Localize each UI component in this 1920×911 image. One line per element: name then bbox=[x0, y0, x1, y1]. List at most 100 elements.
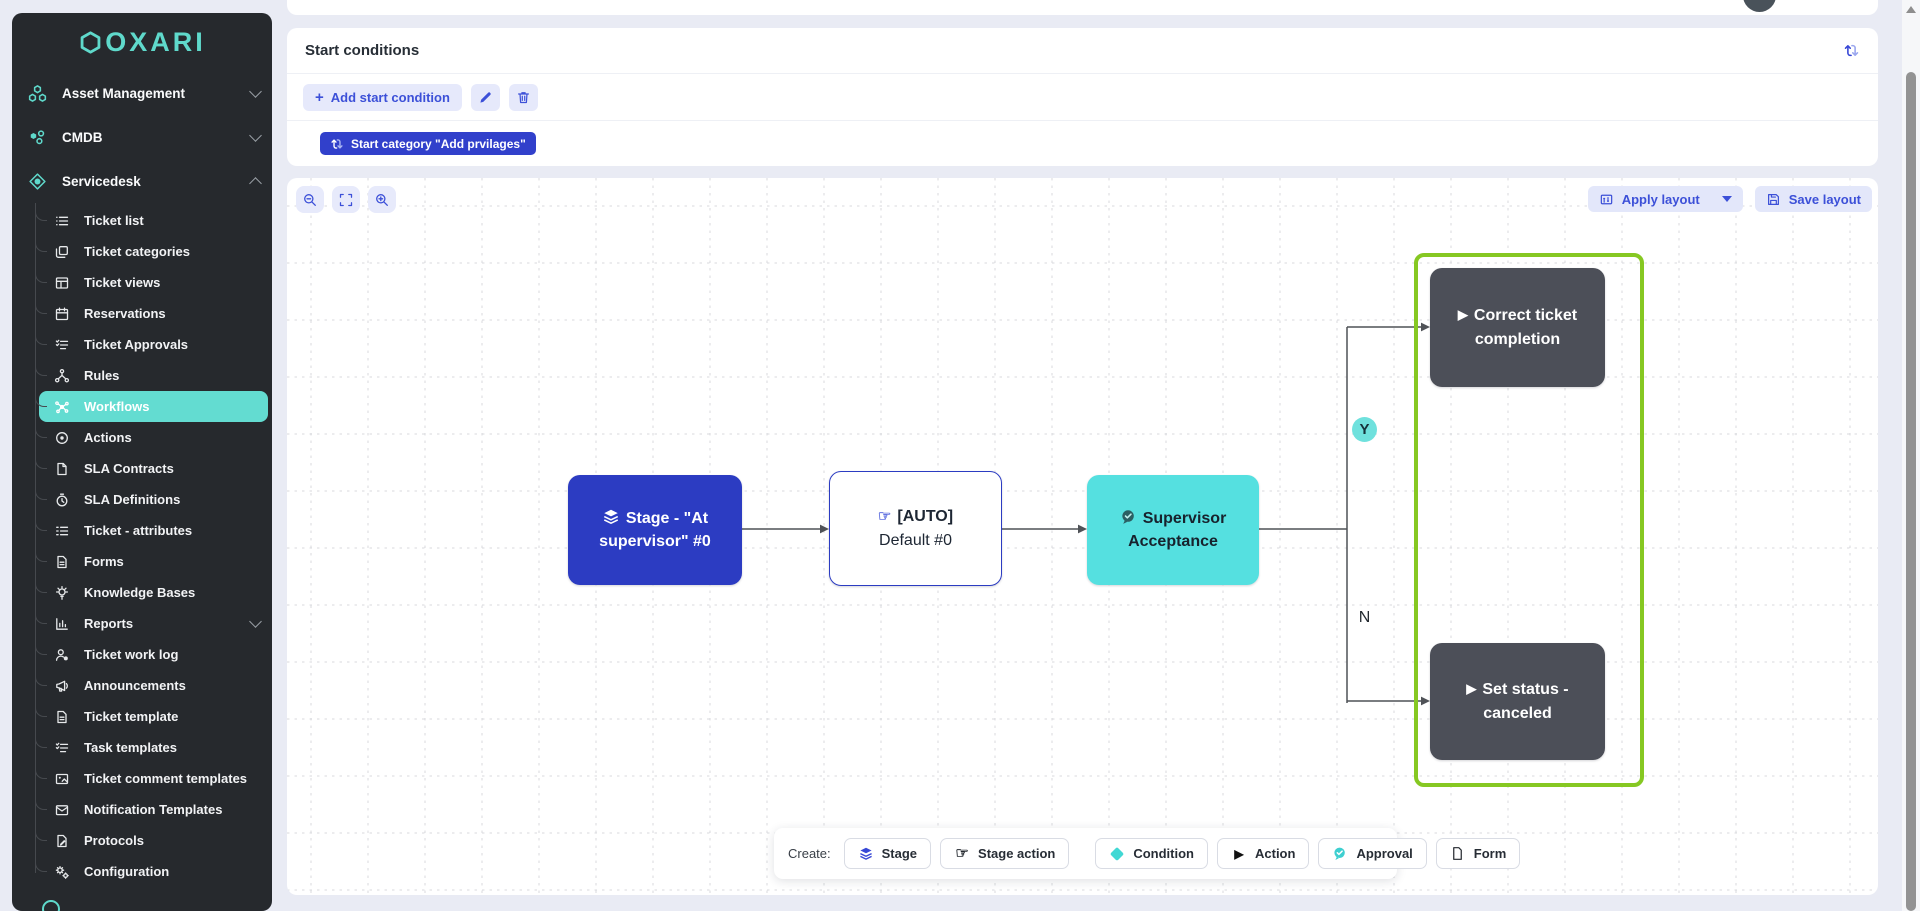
zoom-in-button[interactable] bbox=[368, 186, 396, 213]
layers-icon bbox=[602, 508, 620, 526]
tree-branch bbox=[35, 327, 47, 345]
pencil-icon bbox=[480, 91, 491, 103]
sidebar-item-label: Ticket work log bbox=[84, 647, 179, 662]
create-approval-button[interactable]: Approval bbox=[1318, 838, 1427, 869]
edit-button[interactable] bbox=[470, 83, 500, 111]
sidebar-item-ticket-views[interactable]: Ticket views bbox=[35, 265, 268, 298]
sidebar-item-workflows[interactable]: Workflows bbox=[35, 389, 268, 422]
sidebar-item-knowledge-bases[interactable]: Knowledge Bases bbox=[35, 575, 268, 608]
sidebar-item-configuration[interactable]: Configuration bbox=[35, 854, 268, 887]
sidebar-bottom-partial-icon bbox=[42, 900, 60, 911]
start-conditions-toolbar: + Add start condition bbox=[287, 74, 1878, 121]
sidebar-item-ticket-work-log[interactable]: Ticket work log bbox=[35, 637, 268, 670]
start-category-button[interactable]: Start category "Add prvilages" bbox=[320, 132, 536, 155]
sidebar-item-ticket-template[interactable]: Ticket template bbox=[35, 699, 268, 732]
sidebar-item-forms[interactable]: Forms bbox=[35, 544, 268, 577]
play-icon: ▶ bbox=[1466, 681, 1477, 697]
delete-button[interactable] bbox=[508, 83, 538, 111]
sidebar-item-reports[interactable]: Reports bbox=[35, 606, 268, 639]
sidebar-section-asset-management[interactable]: Asset Management bbox=[12, 71, 272, 115]
apply-layout-icon bbox=[1600, 194, 1612, 204]
zoom-out-icon bbox=[304, 193, 316, 206]
sidebar-item-sla-definitions[interactable]: SLA Definitions bbox=[35, 482, 268, 515]
save-icon bbox=[1767, 193, 1779, 205]
canvas-layout-toolbar: Apply layout Save layout bbox=[1587, 186, 1872, 212]
workflow-canvas[interactable]: Apply layout Save layout Stage - "At sup… bbox=[287, 178, 1878, 895]
docedit-icon bbox=[54, 833, 70, 849]
create-form-button[interactable]: Form bbox=[1435, 838, 1521, 869]
scrollbar-thumb[interactable] bbox=[1906, 72, 1916, 911]
sidebar-item-ticket-approvals[interactable]: Ticket Approvals bbox=[35, 327, 268, 360]
app-logo: OXARI bbox=[12, 13, 272, 71]
refresh-icon[interactable] bbox=[1843, 42, 1860, 59]
sidebar-item-label: Ticket comment templates bbox=[84, 771, 248, 786]
sidebar-item-rules[interactable]: Rules bbox=[35, 358, 268, 391]
sidebar-item-ticket-categories[interactable]: Ticket categories bbox=[35, 234, 268, 267]
create-stage-action-button[interactable]: ☞Stage action bbox=[940, 838, 1070, 869]
fit-view-button[interactable] bbox=[332, 186, 360, 213]
commentdoc-icon bbox=[54, 771, 70, 787]
sidebar-item-ticket-attributes[interactable]: Ticket - attributes bbox=[35, 513, 268, 546]
create-action-button[interactable]: ▶Action bbox=[1217, 838, 1310, 869]
sidebar-item-sla-contracts[interactable]: SLA Contracts bbox=[35, 451, 268, 484]
scroll-up-arrow-icon[interactable] bbox=[1906, 6, 1916, 13]
diamond-icon bbox=[1109, 846, 1125, 862]
save-layout-button[interactable]: Save layout bbox=[1754, 186, 1872, 212]
tree-branch bbox=[35, 823, 47, 841]
sidebar-item-label: Reports bbox=[84, 616, 134, 631]
tree-branch bbox=[35, 265, 47, 283]
tree-branch bbox=[35, 575, 47, 593]
chevron-down-icon bbox=[249, 84, 262, 98]
create-condition-button[interactable]: Condition bbox=[1095, 838, 1208, 869]
sidebar-item-notification-templates[interactable]: Notification Templates bbox=[35, 792, 268, 825]
tree-branch bbox=[35, 513, 47, 531]
cmdb-icon bbox=[28, 128, 47, 147]
sidebar-item-label: Task templates bbox=[84, 740, 177, 755]
sidebar-item-task-templates[interactable]: Task templates bbox=[35, 730, 268, 763]
tree-branch bbox=[35, 451, 47, 469]
sidebar-item-protocols[interactable]: Protocols bbox=[35, 823, 268, 856]
vertical-scrollbar[interactable] bbox=[1902, 0, 1920, 911]
person-icon bbox=[54, 647, 70, 663]
sidebar-item-label: Ticket categories bbox=[84, 244, 190, 259]
sidebar-item-label: Notification Templates bbox=[84, 802, 223, 817]
node-stage-at-supervisor[interactable]: Stage - "At supervisor" #0 bbox=[568, 475, 742, 585]
megaphone-icon bbox=[54, 678, 70, 694]
create-stage-button[interactable]: Stage bbox=[843, 838, 932, 869]
zoom-out-button[interactable] bbox=[296, 186, 324, 213]
workflow-edges bbox=[287, 178, 1878, 895]
chevron-down-icon[interactable] bbox=[1721, 196, 1732, 202]
layers-icon bbox=[858, 846, 874, 862]
node-supervisor-acceptance[interactable]: Supervisor Acceptance bbox=[1087, 475, 1259, 585]
doclines-icon bbox=[54, 554, 70, 570]
sidebar-item-reservations[interactable]: Reservations bbox=[35, 296, 268, 329]
mail-icon bbox=[54, 802, 70, 818]
sidebar-section-servicedesk[interactable]: Servicedesk bbox=[12, 159, 272, 203]
chevron-down-icon bbox=[249, 128, 262, 142]
start-conditions-title: Start conditions bbox=[305, 42, 420, 59]
sidebar-section-cmdb[interactable]: CMDB bbox=[12, 115, 272, 159]
checklist-icon bbox=[54, 337, 70, 353]
node-set-status-canceled[interactable]: ▶Set status - canceled bbox=[1430, 643, 1605, 760]
tree-branch bbox=[35, 699, 47, 717]
avatar[interactable] bbox=[1743, 0, 1776, 12]
sidebar-item-label: Workflows bbox=[84, 399, 150, 414]
sidebar-item-label: Reservations bbox=[84, 306, 166, 321]
sidebar-item-announcements[interactable]: Announcements bbox=[35, 668, 268, 701]
node-auto-default[interactable]: ☞[AUTO] Default #0 bbox=[829, 471, 1002, 586]
approval-bubble-icon bbox=[1120, 509, 1137, 526]
bulb-icon bbox=[54, 585, 70, 601]
node-correct-ticket-completion[interactable]: ▶Correct ticket completion bbox=[1430, 268, 1605, 387]
fit-view-icon bbox=[339, 193, 353, 206]
sidebar-item-actions[interactable]: Actions bbox=[35, 420, 268, 453]
top-header bbox=[287, 0, 1878, 15]
hub-icon bbox=[54, 399, 70, 415]
apply-layout-button[interactable]: Apply layout bbox=[1587, 186, 1743, 212]
sidebar-item-ticket-comment-templates[interactable]: Ticket comment templates bbox=[35, 761, 268, 794]
add-start-condition-button[interactable]: + Add start condition bbox=[303, 83, 462, 111]
sidebar-item-ticket-list[interactable]: Ticket list bbox=[35, 203, 268, 236]
sidebar-item-label: SLA Contracts bbox=[84, 461, 174, 476]
tree-branch bbox=[35, 296, 47, 314]
